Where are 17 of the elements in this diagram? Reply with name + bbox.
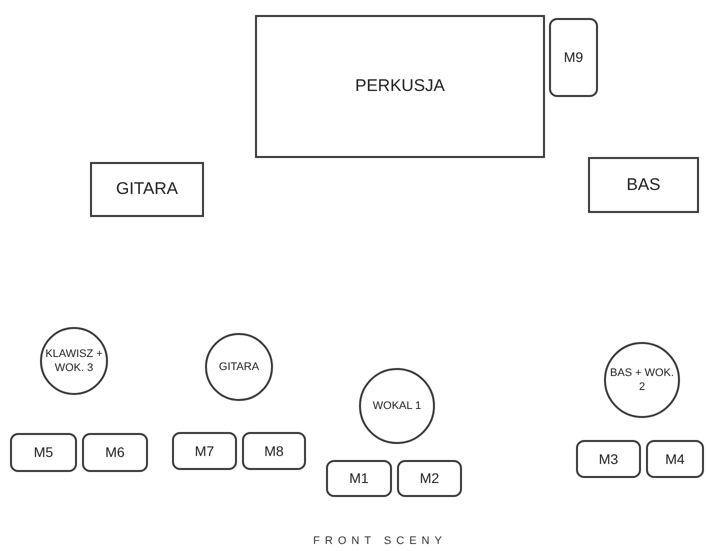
musician-circle: KLAWISZ + WOK. 3 xyxy=(40,327,108,395)
monitor-box: M5 xyxy=(10,433,77,472)
amp-box: GITARA xyxy=(90,162,204,217)
musician-circle: GITARA xyxy=(205,333,273,401)
monitor-box: M6 xyxy=(82,433,148,472)
monitor-box: M7 xyxy=(172,432,237,470)
monitor-box: M4 xyxy=(646,440,704,478)
musician-circle: BAS + WOK. 2 xyxy=(604,342,680,418)
amp-box: BAS xyxy=(588,157,699,213)
monitor-box: M9 xyxy=(549,18,598,97)
musician-circle: WOKAL 1 xyxy=(359,368,435,444)
monitor-box: M3 xyxy=(576,440,641,478)
monitor-box: M1 xyxy=(326,460,392,497)
monitor-box: M2 xyxy=(397,460,462,497)
drum-area: PERKUSJA xyxy=(255,15,545,158)
stage-front-label: FRONT SCENY xyxy=(312,535,448,547)
monitor-box: M8 xyxy=(242,432,306,470)
